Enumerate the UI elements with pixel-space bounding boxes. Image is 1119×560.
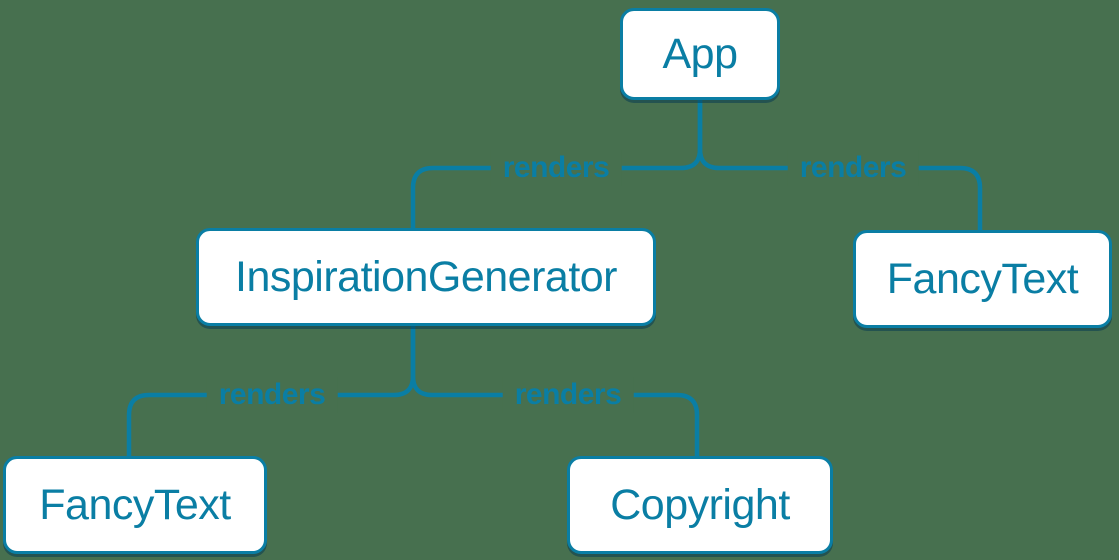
node-label: InspirationGenerator — [235, 252, 618, 301]
edge-label-renders: renders — [787, 150, 919, 186]
node-inspiration-generator: InspirationGenerator — [196, 228, 656, 326]
node-label: Copyright — [610, 480, 790, 529]
node-fancy-text-bottom: FancyText — [3, 456, 267, 554]
node-app: App — [620, 8, 780, 100]
node-label: App — [662, 29, 738, 78]
edge-label-renders: renders — [502, 377, 634, 413]
edge-label-renders: renders — [490, 150, 622, 186]
node-copyright: Copyright — [567, 456, 833, 554]
node-label: FancyText — [39, 480, 231, 529]
node-label: FancyText — [886, 254, 1079, 303]
edge-label-renders: renders — [206, 377, 338, 413]
node-fancy-text-top: FancyText — [853, 230, 1112, 328]
